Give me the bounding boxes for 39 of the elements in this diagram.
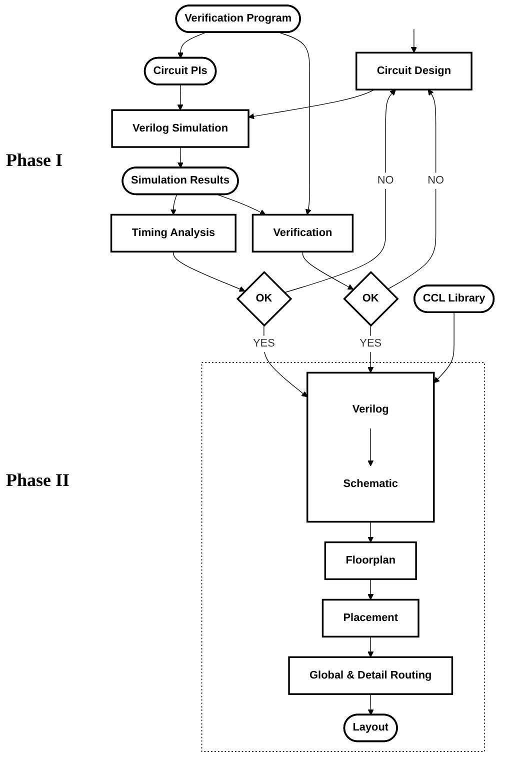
node-box: Timing Analysis: [110, 214, 236, 252]
node-box: Floorplan: [324, 541, 417, 580]
arrow: [284, 89, 396, 293]
edge-label: NO: [377, 174, 394, 186]
arrow: [368, 578, 374, 600]
arrow: [173, 251, 246, 292]
arrow: [410, 28, 417, 53]
arrow: [216, 194, 266, 215]
cluster: [201, 362, 485, 752]
arrow: [264, 325, 308, 398]
node-box: Verilog Simulation: [111, 109, 250, 148]
arrow: [248, 89, 376, 120]
node-box: Placement: [322, 598, 420, 638]
edge-label: YES: [252, 338, 275, 350]
edge-label: NO: [428, 174, 444, 186]
node-box: Global & Detail Routing: [288, 656, 454, 695]
node-text: Verilog: [352, 404, 389, 416]
phase-label: Phase II: [6, 470, 70, 491]
arrow: [368, 694, 374, 716]
arrow: [278, 32, 312, 215]
node-box: Verification: [252, 214, 354, 252]
arrow: [434, 312, 454, 384]
arrow: [368, 636, 374, 658]
node-diamond: OK: [236, 270, 292, 327]
arrow: [368, 325, 374, 373]
arrow: [387, 89, 436, 290]
node-diamond: OK: [343, 270, 399, 327]
cluster: [306, 372, 435, 523]
arrow: [368, 428, 374, 466]
arrow: [368, 521, 374, 543]
edge-label: YES: [360, 338, 382, 350]
node-text: Schematic: [343, 478, 398, 490]
arrow: [178, 32, 206, 58]
arrow: [177, 84, 184, 110]
arrow: [170, 194, 178, 215]
phase-label: Phase I: [6, 150, 63, 171]
arrow: [177, 146, 184, 168]
arrow: [302, 251, 354, 290]
node-box: Circuit Design: [356, 52, 472, 90]
